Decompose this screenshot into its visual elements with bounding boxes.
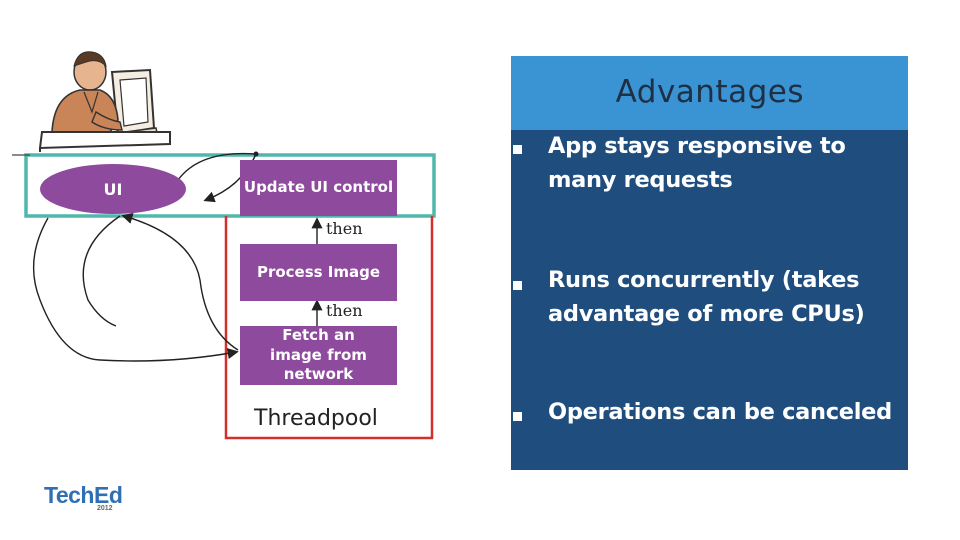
threadpool-label: Threadpool: [254, 406, 378, 431]
teched-logo: TechEd: [44, 482, 123, 508]
advantages-panel: Advantages: [511, 56, 908, 470]
update-ui-control-box: Update UI control: [240, 160, 397, 216]
teched-logo-year: 2012: [97, 505, 113, 512]
bullet-square-icon: [513, 145, 522, 154]
loop-connector-inner: [121, 213, 239, 351]
threadpool-region: [224, 216, 434, 440]
advantages-header: Advantages: [511, 56, 908, 130]
fetch-image-label: Fetch an image from network: [270, 326, 367, 384]
process-image-box: Process Image: [240, 244, 397, 301]
bullet-square-icon: [513, 281, 522, 290]
bullet-item-3: Operations can be canceled: [548, 399, 892, 425]
loop-connector-return: [82, 215, 121, 327]
update-ui-control-label: Update UI control: [243, 178, 394, 197]
ui-node: UI: [40, 164, 186, 214]
bullet-item-2: Runs concurrently (takes advantage of mo…: [548, 267, 865, 327]
person-at-computer-icon: [38, 51, 171, 152]
bullet-item-1: App stays responsive to many requests: [548, 133, 846, 193]
process-image-label: Process Image: [256, 262, 381, 281]
connector-dot-top: [253, 151, 259, 157]
ui-thread-region: [24, 153, 436, 218]
then-label-2: then: [326, 301, 363, 320]
bullet-square-icon: [513, 412, 522, 421]
fetch-image-box: Fetch an image from network: [240, 326, 397, 385]
advantages-title: Advantages: [615, 74, 804, 110]
loop-connector-outer: [32, 217, 239, 362]
then-label-1: then: [326, 219, 363, 238]
ui-node-label: UI: [103, 179, 123, 199]
